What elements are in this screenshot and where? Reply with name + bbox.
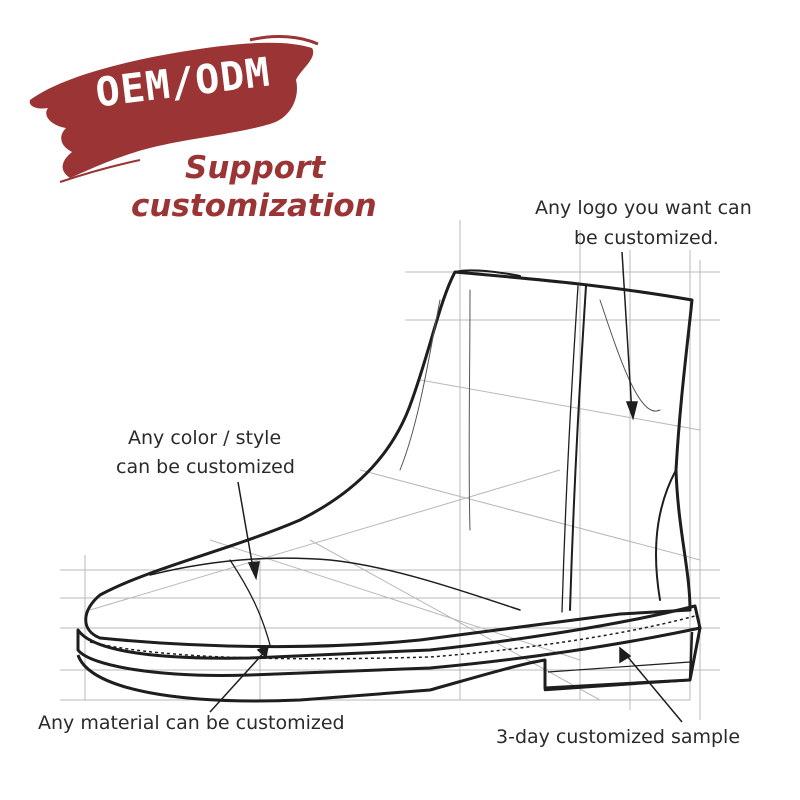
boot-outline	[84, 269, 694, 649]
brush-streak	[59, 159, 141, 183]
arrow-sample	[621, 649, 683, 723]
side-seam-double	[561, 285, 579, 613]
brush-streak	[249, 35, 319, 46]
boot-sole	[76, 604, 702, 703]
brush-stroke-banner	[29, 42, 314, 178]
callout-material: Any material can be customized	[38, 712, 345, 734]
arrowhead-logo	[625, 401, 638, 421]
callout-sample: 3-day customized sample	[496, 726, 741, 748]
vamp-line	[149, 557, 521, 611]
lining-line	[399, 299, 441, 471]
arrowhead-material	[256, 644, 269, 659]
side-seam	[569, 285, 587, 611]
arrow-logo	[621, 251, 633, 415]
heel-layer	[547, 661, 691, 673]
arrow-color-style	[237, 481, 255, 575]
toe-cap-line	[229, 559, 271, 646]
outsole	[76, 627, 702, 703]
brush-streak	[37, 83, 79, 97]
callout-color-style-line2: can be customized	[116, 456, 295, 478]
arrowhead-color-style	[247, 561, 260, 581]
welt-stitching	[89, 615, 696, 660]
callout-logo-line2: be customized.	[574, 227, 719, 249]
callout-logo-line1: Any logo you want can	[535, 197, 752, 219]
heel-seam	[655, 469, 677, 601]
headline-line1: Support	[185, 150, 326, 186]
boot-collar	[454, 269, 521, 277]
arrowhead-sample	[619, 646, 632, 664]
arrow-material	[209, 647, 269, 713]
boot-upper	[84, 270, 694, 649]
callout-color-style-line1: Any color / style	[128, 427, 282, 449]
callout-arrows	[209, 251, 683, 723]
headline-line2: customization	[131, 188, 377, 224]
heel-block	[543, 631, 694, 692]
lining-line	[468, 289, 471, 531]
